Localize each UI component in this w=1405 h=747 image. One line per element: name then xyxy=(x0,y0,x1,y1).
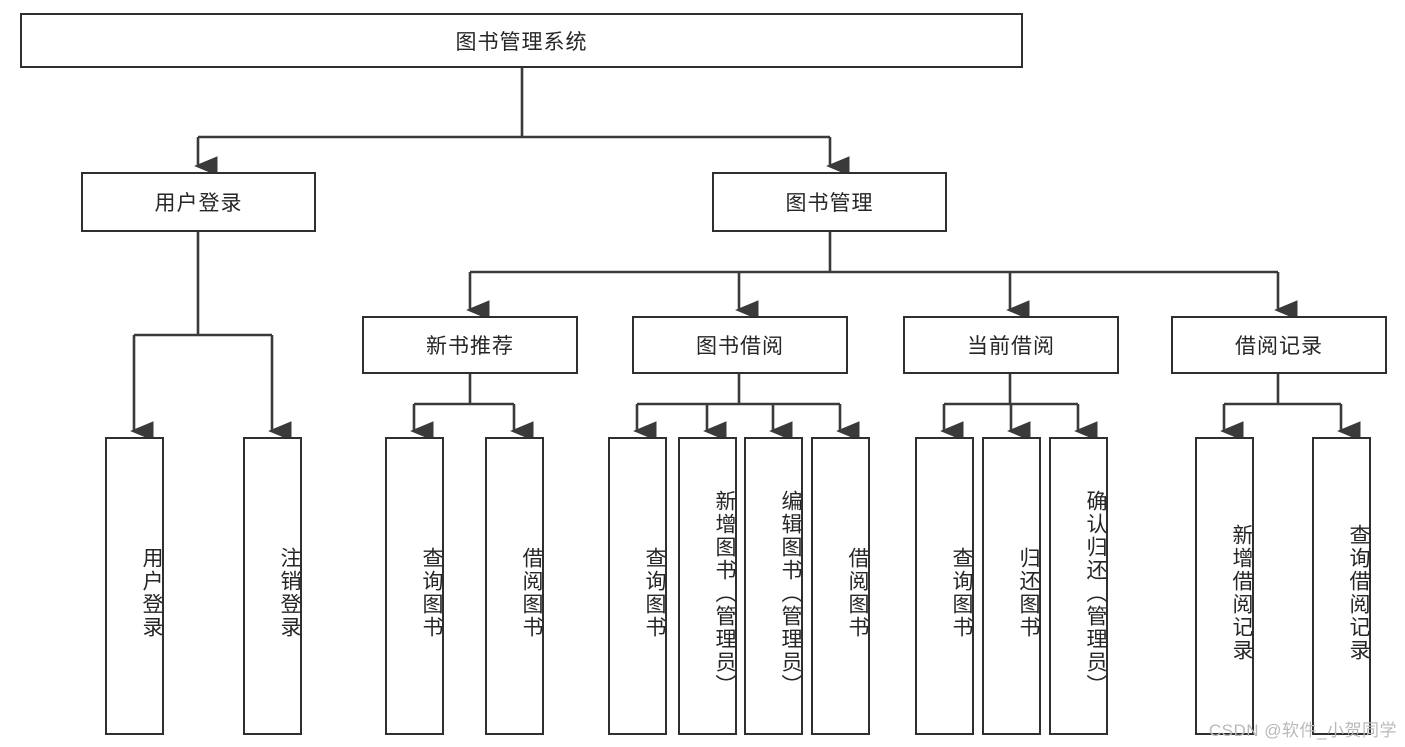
node-book-manage-label: 图书管理 xyxy=(785,192,874,215)
node-user-login[interactable]: 用户登录 xyxy=(81,172,316,232)
csdn-watermark: CSDN @软件_小贺同学 xyxy=(1208,721,1397,740)
leaf-bb-query-book[interactable]: 查询图书 xyxy=(608,437,667,735)
leaf-logout-label: 注销登录 xyxy=(278,547,301,639)
node-borrow-record-label: 借阅记录 xyxy=(1235,335,1323,358)
node-current-borrow-label: 当前借阅 xyxy=(967,335,1055,358)
node-book-borrow[interactable]: 图书借阅 xyxy=(632,316,848,374)
leaf-br-add-record-label: 新增借阅记录 xyxy=(1230,524,1253,662)
leaf-nb-query-book[interactable]: 查询图书 xyxy=(385,437,444,735)
node-root-label: 图书管理系统 xyxy=(455,30,588,54)
leaf-cb-query-book[interactable]: 查询图书 xyxy=(915,437,974,735)
leaf-br-query-record[interactable]: 查询借阅记录 xyxy=(1312,437,1371,735)
leaf-bb-add-book-label: 新增图书（管理员） xyxy=(713,489,736,697)
node-borrow-record[interactable]: 借阅记录 xyxy=(1171,316,1387,374)
node-book-borrow-label: 图书借阅 xyxy=(696,335,784,358)
node-new-book-recommend[interactable]: 新书推荐 xyxy=(362,316,578,374)
node-user-login-label: 用户登录 xyxy=(154,192,243,215)
leaf-cb-confirm-return[interactable]: 确认归还（管理员） xyxy=(1049,437,1108,735)
leaf-cb-return-book-label: 归还图书 xyxy=(1017,547,1040,639)
leaf-nb-borrow-book-label: 借阅图书 xyxy=(520,547,543,639)
leaf-bb-borrow-book-label: 借阅图书 xyxy=(846,547,869,639)
leaf-bb-edit-book-label: 编辑图书（管理员） xyxy=(779,489,802,697)
leaf-cb-confirm-return-label: 确认归还（管理员） xyxy=(1084,489,1107,697)
node-new-book-recommend-label: 新书推荐 xyxy=(426,335,514,358)
leaf-bb-borrow-book[interactable]: 借阅图书 xyxy=(811,437,870,735)
node-root[interactable]: 图书管理系统 xyxy=(20,13,1023,68)
leaf-user-login-label: 用户登录 xyxy=(140,547,163,639)
leaf-br-query-record-label: 查询借阅记录 xyxy=(1347,524,1370,662)
leaf-bb-edit-book[interactable]: 编辑图书（管理员） xyxy=(744,437,803,735)
leaf-bb-add-book[interactable]: 新增图书（管理员） xyxy=(678,437,737,735)
node-current-borrow[interactable]: 当前借阅 xyxy=(903,316,1119,374)
leaf-nb-borrow-book[interactable]: 借阅图书 xyxy=(485,437,544,735)
leaf-user-login[interactable]: 用户登录 xyxy=(105,437,164,735)
leaf-logout[interactable]: 注销登录 xyxy=(243,437,302,735)
leaf-cb-query-book-label: 查询图书 xyxy=(950,547,973,639)
node-book-manage[interactable]: 图书管理 xyxy=(712,172,947,232)
leaf-nb-query-book-label: 查询图书 xyxy=(420,547,443,639)
leaf-bb-query-book-label: 查询图书 xyxy=(643,547,666,639)
leaf-br-add-record[interactable]: 新增借阅记录 xyxy=(1195,437,1254,735)
leaf-cb-return-book[interactable]: 归还图书 xyxy=(982,437,1041,735)
